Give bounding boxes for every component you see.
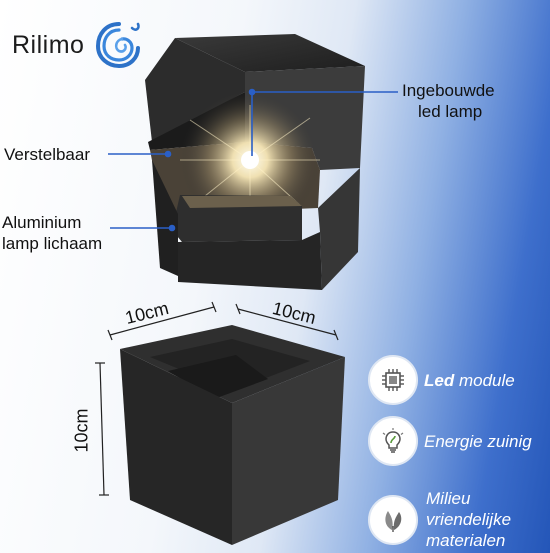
feature-led-module: Led module xyxy=(368,355,515,405)
chip-icon xyxy=(368,355,418,405)
feature-label-bold: Led xyxy=(424,370,455,390)
feature-label-rest: module xyxy=(454,370,515,390)
leaf-icon xyxy=(368,494,418,545)
feature-energy-saving: Energie zuinig xyxy=(368,416,532,466)
callout-line: Aluminium xyxy=(2,213,82,232)
lamp-dimensions-illustration xyxy=(0,295,360,553)
feature-eco-materials: Milieu vriendelijke materialen xyxy=(368,488,511,551)
callout-line: led lamp xyxy=(418,102,483,121)
brand-name: Rilimo xyxy=(12,30,85,59)
feature-label: Milieu vriendelijke materialen xyxy=(426,488,511,551)
callout-line: lamp lichaam xyxy=(2,234,103,253)
brand: Rilimo xyxy=(12,18,146,72)
dimension-height-label: 10cm xyxy=(71,408,92,453)
callout-adjustable: Verstelbaar xyxy=(4,145,90,164)
feature-label-line: materialen xyxy=(426,531,506,550)
callout-built-in-led: Ingebouwde led lamp xyxy=(402,80,495,122)
feature-label: Led module xyxy=(424,370,515,391)
feature-label-line: Milieu xyxy=(426,489,471,508)
callout-line: Ingebouwde xyxy=(402,81,495,100)
lightbulb-icon xyxy=(368,416,418,466)
feature-label: Energie zuinig xyxy=(424,431,532,451)
wave-swirl-icon xyxy=(92,18,146,72)
feature-label-line: vriendelijke xyxy=(426,510,512,529)
callout-aluminium-body: Aluminium lamp lichaam xyxy=(2,212,102,254)
callout-lines xyxy=(0,0,550,260)
